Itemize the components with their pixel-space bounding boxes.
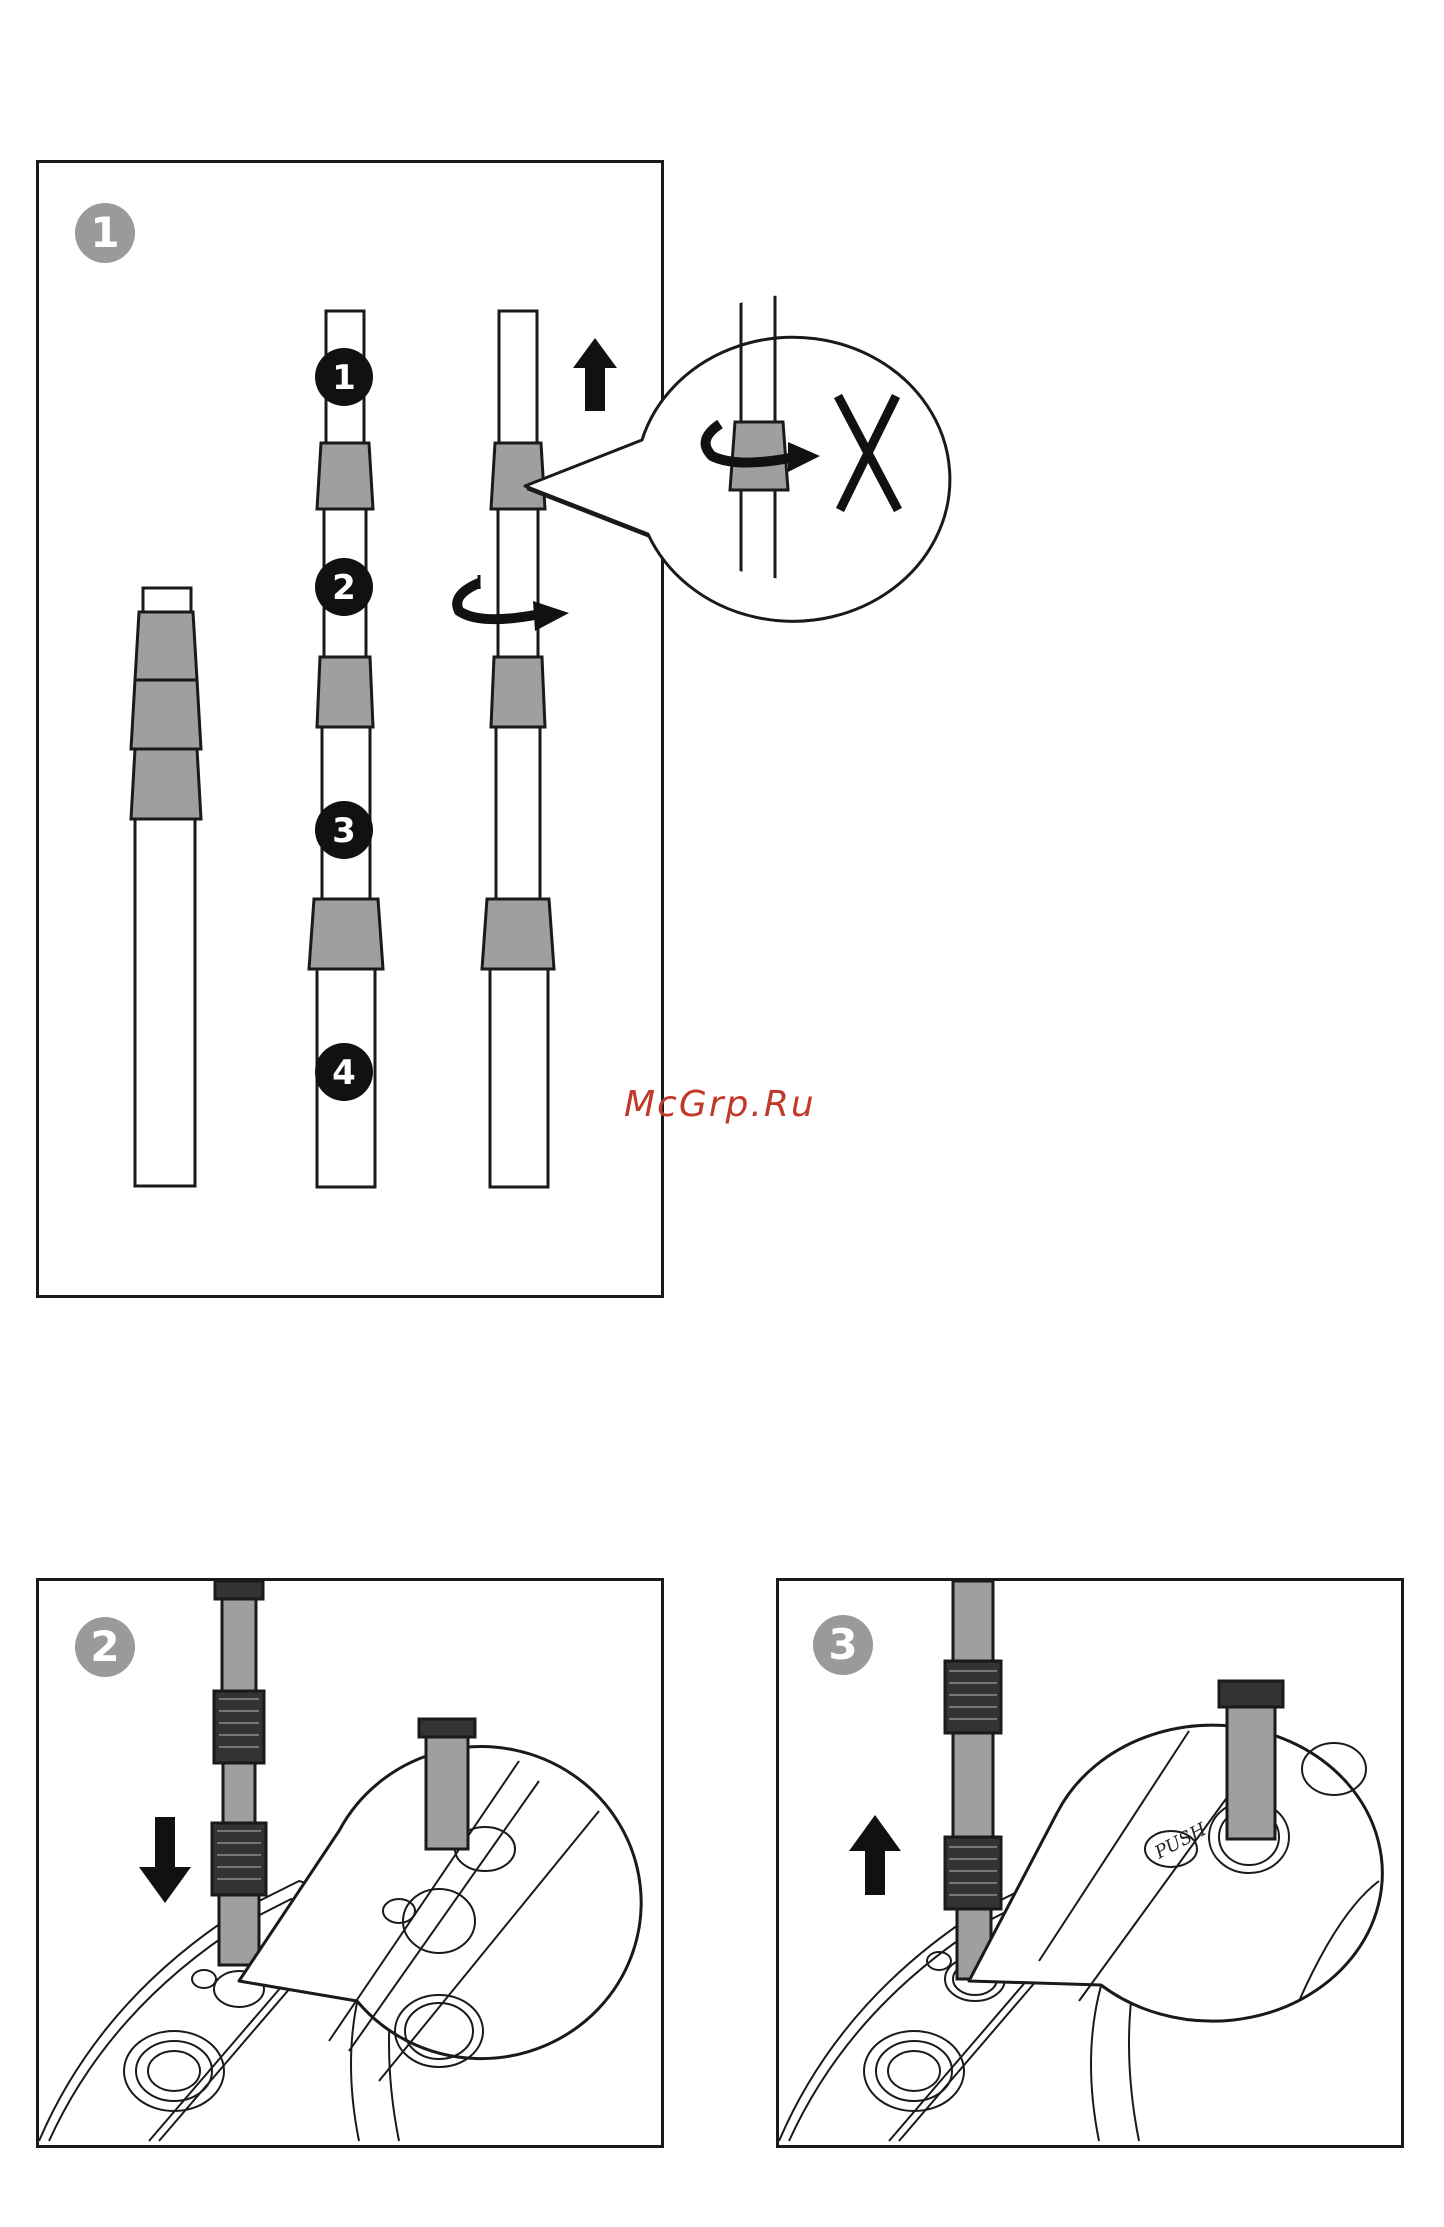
pole-collapsed — [131, 588, 201, 1186]
down-arrow-icon — [139, 1817, 191, 1903]
zoom-callout — [239, 1719, 641, 2081]
up-arrow-icon — [573, 338, 617, 411]
pole-release-illustration: PUSH — [779, 1581, 1404, 2148]
cross-mark-icon — [838, 396, 898, 510]
step-1-panel: 1 1 2 3 4 — [36, 160, 664, 1298]
watermark: McGrp.Ru — [624, 1084, 816, 1125]
pole-adjusting — [482, 311, 554, 1187]
rotate-arrow-icon — [706, 424, 820, 472]
segment-label: 2 — [332, 568, 356, 608]
segment-label: 4 — [332, 1053, 356, 1093]
pole-extension-illustration: 1 2 3 4 — [39, 163, 664, 1298]
segment-label: 1 — [332, 358, 356, 398]
zoom-callout: PUSH — [969, 1681, 1382, 2021]
up-arrow-icon — [849, 1815, 901, 1895]
segment-label: 3 — [332, 811, 356, 851]
pole-insert-illustration — [39, 1581, 664, 2148]
step-2-panel: 2 — [36, 1578, 664, 2148]
step-3-panel: 3 — [776, 1578, 1404, 2148]
